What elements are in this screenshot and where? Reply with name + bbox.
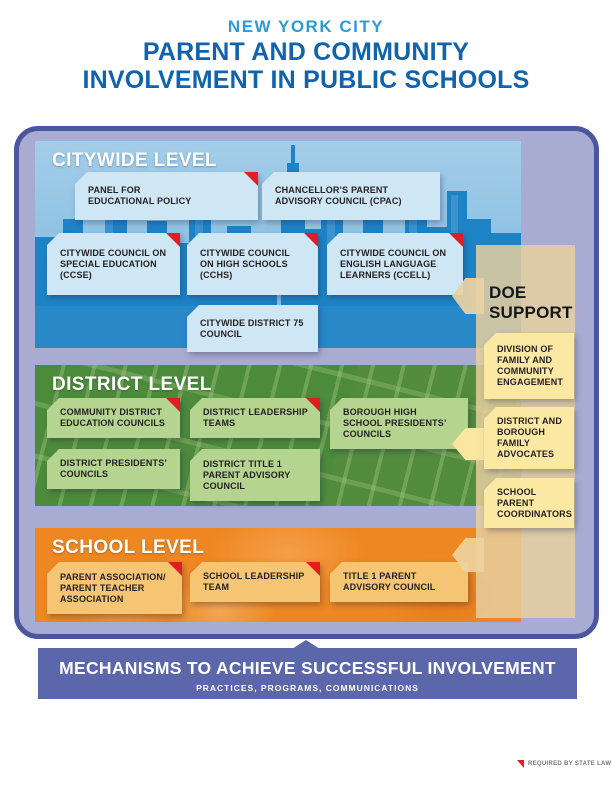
org-box-cchs: CITYWIDE COUNCIL ON HIGH SCHOOLS (CCHS) (187, 233, 318, 295)
box-label: CITYWIDE COUNCIL ON HIGH SCHOOLS (CCHS) (200, 247, 290, 280)
school-level-title: SCHOOL LEVEL (52, 537, 205, 558)
org-box-pa-pta: PARENT ASSOCIATION/ PARENT TEACHER ASSOC… (47, 562, 182, 614)
box-background (327, 233, 463, 295)
box-background (75, 172, 258, 220)
box-background (190, 449, 320, 501)
box-label: CITYWIDE DISTRICT 75 COUNCIL (200, 317, 304, 339)
box-label: CHANCELLOR’S PARENT ADVISORY COUNCIL (CP… (275, 185, 402, 206)
banner-title: MECHANISMS TO ACHIEVE SUCCESSFUL INVOLVE… (59, 658, 556, 678)
box-label: CITYWIDE COUNCIL ON ENGLISH LANGUAGE LEA… (340, 247, 447, 280)
box-label: SCHOOL PARENT COORDINATORS (497, 486, 572, 519)
org-box-borough-hs-presidents-councils: BOROUGH HIGH SCHOOL PRESIDENTS’ COUNCILS (330, 398, 468, 449)
box-background (484, 333, 574, 399)
box-background (330, 562, 468, 602)
box-background (47, 449, 180, 489)
box-background (187, 305, 318, 352)
box-background (190, 562, 320, 602)
box-label: TITLE 1 PARENT ADVISORY COUNCIL (343, 571, 436, 592)
page-title-line2: INVOLVEMENT IN PUBLIC SCHOOLS (82, 66, 530, 94)
doe-box-division-family-community-engagement: DIVISION OF FAMILY AND COMMUNITY ENGAGEM… (484, 333, 574, 399)
org-box-cpac: CHANCELLOR’S PARENT ADVISORY COUNCIL (CP… (262, 172, 440, 220)
doe-box-school-parent-coordinators: SCHOOL PARENT COORDINATORS (484, 478, 574, 528)
required-by-state-law-legend-icon (517, 760, 524, 768)
box-label: CITYWIDE COUNCIL ON SPECIAL EDUCATION (C… (60, 247, 167, 280)
box-label: PARENT ASSOCIATION/ PARENT TEACHER ASSOC… (60, 571, 166, 604)
banner-subtitle: PRACTICES, PROGRAMS, COMMUNICATIONS (196, 683, 419, 693)
doe-support-title: DOE SUPPORT (489, 283, 573, 322)
box-background (190, 398, 320, 438)
box-label: DISTRICT AND BOROUGH FAMILY ADVOCATES (497, 416, 562, 459)
org-box-panel-for-educational-policy: PANEL FOR EDUCATIONAL POLICY (75, 172, 258, 220)
box-label: DISTRICT PRESIDENTS’ COUNCILS (60, 458, 168, 479)
citywide-level-title: CITYWIDE LEVEL (52, 150, 217, 171)
box-label: DIVISION OF FAMILY AND COMMUNITY ENGAGEM… (497, 344, 564, 387)
page-header: NEW YORK CITY PARENT AND COMMUNITY INVOL… (0, 16, 612, 94)
doe-box-district-borough-family-advocates: DISTRICT AND BOROUGH FAMILY ADVOCATES (484, 407, 574, 469)
org-box-district-75-council: CITYWIDE DISTRICT 75 COUNCIL (187, 305, 318, 352)
box-background (484, 407, 574, 469)
district-level-title: DISTRICT LEVEL (52, 374, 212, 395)
org-box-ccell: CITYWIDE COUNCIL ON ENGLISH LANGUAGE LEA… (327, 233, 463, 295)
required-by-state-law-legend-label: REQUIRED BY STATE LAW (528, 761, 612, 767)
org-box-community-district-education-councils: COMMUNITY DISTRICT EDUCATION COUNCILS (47, 398, 180, 438)
org-box-district-title1-pac: DISTRICT TITLE 1 PARENT ADVISORY COUNCIL (190, 449, 320, 501)
box-background (187, 233, 318, 295)
box-label: PANEL FOR EDUCATIONAL POLICY (88, 185, 192, 206)
page-title-line1: PARENT AND COMMUNITY (142, 38, 470, 66)
box-background (262, 172, 440, 220)
box-label: DISTRICT TITLE 1 PARENT ADVISORY COUNCIL (203, 458, 291, 491)
box-background (330, 398, 468, 449)
up-arrow-icon (292, 640, 320, 649)
org-box-district-leadership-teams: DISTRICT LEADERSHIP TEAMS (190, 398, 320, 438)
org-box-school-leadership-team: SCHOOL LEADERSHIP TEAM (190, 562, 320, 602)
box-background (47, 233, 180, 295)
org-box-district-presidents-councils: DISTRICT PRESIDENTS’ COUNCILS (47, 449, 180, 489)
box-label: DISTRICT LEADERSHIP TEAMS (203, 407, 308, 428)
box-label: BOROUGH HIGH SCHOOL PRESIDENTS’ COUNCILS (343, 407, 447, 439)
header-eyebrow: NEW YORK CITY (227, 17, 385, 36)
mechanisms-banner: MECHANISMS TO ACHIEVE SUCCESSFUL INVOLVE… (38, 648, 577, 699)
box-label: COMMUNITY DISTRICT EDUCATION COUNCILS (60, 407, 166, 428)
org-box-ccse: CITYWIDE COUNCIL ON SPECIAL EDUCATION (C… (47, 233, 180, 295)
box-background (47, 398, 180, 438)
box-label: SCHOOL LEADERSHIP TEAM (203, 571, 305, 592)
box-background (47, 562, 182, 614)
box-background (484, 478, 574, 528)
org-box-title1-parent-advisory-council: TITLE 1 PARENT ADVISORY COUNCIL (330, 562, 468, 602)
